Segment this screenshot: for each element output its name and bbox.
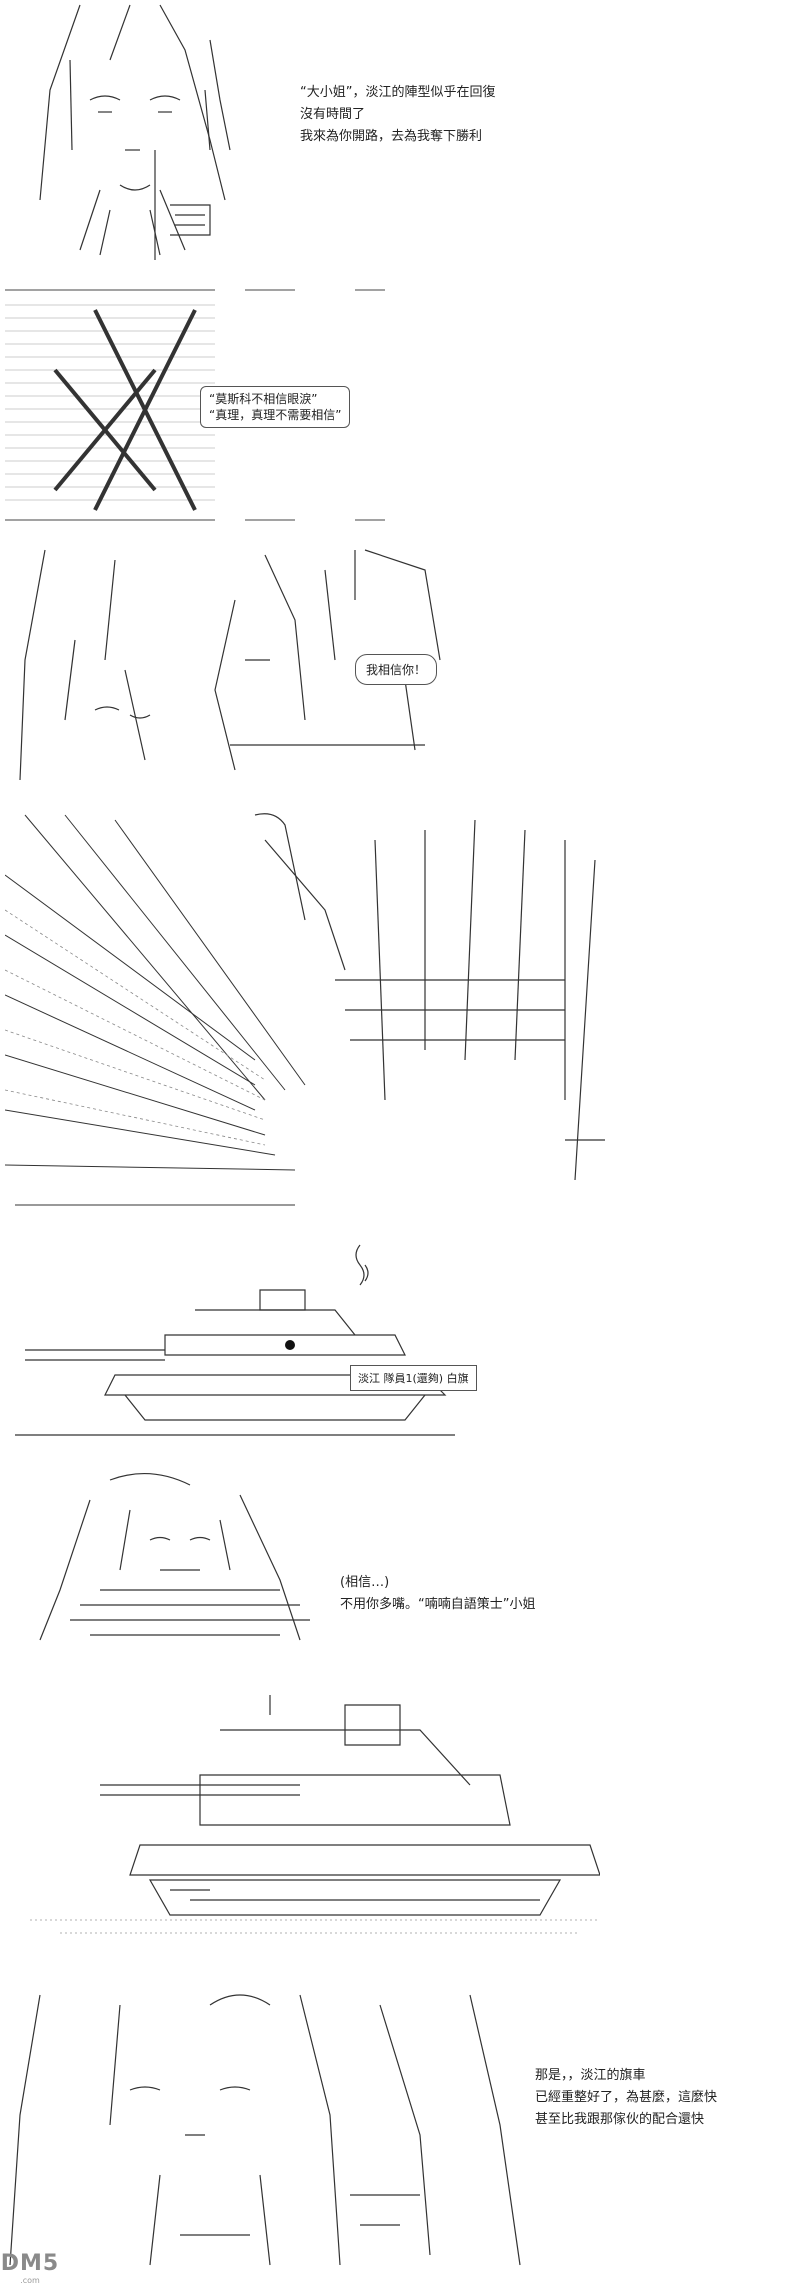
dialogue-line: 不用你多嘴。“喃喃自語策士”小姐 (340, 1597, 536, 1612)
aa-two-characters-art (19, 549, 441, 781)
aa-speed-lines-art (5, 813, 605, 1206)
panel-5: 淡江 隊員1(還夠) 白旗 (0, 1235, 800, 1465)
panel-7 (0, 1675, 800, 1965)
aa-tank-white-flag-art (15, 1244, 455, 1436)
panel-8: 那是，，淡江的旗車 已經重整好了，為甚麼，這麼快 甚至比我跟那傢伙的配合還快 D… (0, 1975, 800, 2291)
watermark-sub: .com (20, 2276, 40, 2285)
dialogue-line: 甚至比我跟那傢伙的配合還快 (535, 2112, 705, 2127)
panel-4 (0, 800, 800, 1230)
speech-box: “莫斯科不相信眼淚” “真理，真理不需要相信” (200, 386, 351, 428)
panel-3: 我相信你！ (0, 540, 800, 795)
watermark-logo: DM5 (0, 2251, 60, 2276)
dialogue-text: “大小姐”，淡江的陣型似乎在回復 沒有時間了 我來為你開路，去為我奪下勝利 (300, 82, 495, 148)
speech-line: “真理，真理不需要相信” (209, 408, 342, 422)
status-label: 淡江 隊員1(還夠) 白旗 (350, 1365, 477, 1391)
dialogue-line: 已經重整好了，為甚麼，這麼快 (535, 2090, 718, 2105)
dialogue-line: (相信…) (340, 1575, 390, 1590)
panel-2: “莫斯科不相信眼淚” “真理，真理不需要相信” (0, 280, 800, 535)
site-watermark: DM5 .com (0, 2251, 60, 2285)
dialogue-line: 那是，，淡江的旗車 (535, 2068, 646, 2083)
dialogue-line: 沒有時間了 (300, 107, 366, 122)
speech-line: “莫斯科不相信眼淚” (209, 392, 318, 406)
status-label-text: 淡江 隊員1(還夠) 白旗 (358, 1372, 469, 1385)
speech-text: 我相信你！ (366, 663, 427, 677)
dialogue-text: 那是，，淡江的旗車 已經重整好了，為甚麼，這麼快 甚至比我跟那傢伙的配合還快 (535, 2065, 717, 2131)
panel-6: (相信…) 不用你多嘴。“喃喃自語策士”小姐 (0, 1470, 800, 1670)
speech-bubble: 我相信你！ (355, 654, 438, 685)
dialogue-line: “大小姐”，淡江的陣型似乎在回復 (300, 85, 496, 100)
aa-girl-face-art (39, 4, 231, 260)
aa-crossed-scene-art (5, 289, 385, 521)
panel-1: “大小姐”，淡江的陣型似乎在回復 沒有時間了 我來為你開路，去為我奪下勝利 (0, 0, 800, 275)
dialogue-line: 我來為你開路，去為我奪下勝利 (300, 129, 483, 144)
aa-closing-scene-art (9, 1994, 521, 2266)
aa-flag-tank-art (30, 1695, 600, 1934)
aa-strategist-character-art (39, 1473, 310, 1641)
dialogue-text: (相信…) 不用你多嘴。“喃喃自語策士”小姐 (340, 1572, 535, 1616)
